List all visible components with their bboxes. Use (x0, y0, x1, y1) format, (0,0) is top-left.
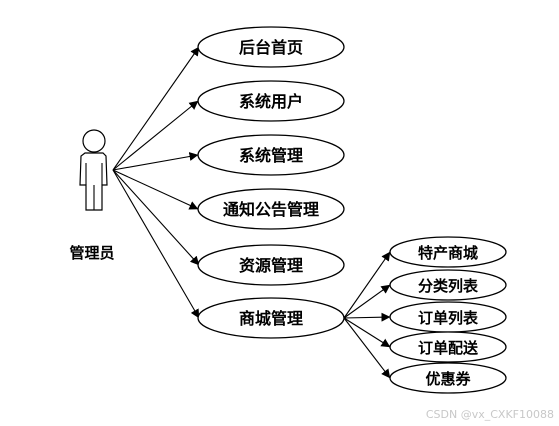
sub-case-category-label: 分类列表 (418, 277, 479, 295)
use-case-system[interactable]: 系统管理 (197, 134, 345, 176)
use-case-users-label: 系统用户 (239, 92, 303, 111)
sub-case-coupons-ellipse (389, 362, 507, 394)
sub-case-orders[interactable]: 订单列表 (389, 301, 507, 333)
edge-actor-to-home (112, 46, 200, 171)
mall-sub-edges (343, 251, 391, 379)
sub-case-specialty[interactable]: 特产商城 (389, 236, 507, 268)
use-case-home[interactable]: 后台首页 (197, 26, 345, 68)
edge-actor-to-resource (112, 169, 200, 266)
use-case-system-label: 系统管理 (239, 146, 303, 165)
sub-case-delivery[interactable]: 订单配送 (389, 331, 507, 363)
actor-label: 管理员 (69, 244, 114, 262)
watermark-text: CSDN @vx_CXKF10088 (426, 408, 554, 421)
sub-case-category-ellipse (389, 269, 507, 301)
actor-figure (79, 129, 108, 211)
edge-mall-to-category (343, 284, 391, 319)
sub-case-category[interactable]: 分类列表 (389, 269, 507, 301)
use-case-users-ellipse (197, 80, 345, 122)
sub-case-orders-label: 订单列表 (418, 309, 479, 327)
sub-case-delivery-ellipse (389, 331, 507, 363)
sub-case-specialty-label: 特产商城 (418, 244, 478, 262)
actor-head (82, 129, 106, 153)
edge-actor-to-mall (112, 169, 200, 319)
edge-mall-to-coupons (343, 317, 391, 379)
use-case-notice-label: 通知公告管理 (223, 200, 319, 219)
use-case-notice[interactable]: 通知公告管理 (197, 188, 345, 230)
edge-mall-to-orders (343, 312, 391, 322)
sub-case-coupons[interactable]: 优惠券 (389, 362, 507, 394)
use-case-system-ellipse (197, 134, 345, 176)
edge-mall-to-specialty (343, 251, 391, 319)
use-case-resource-label: 资源管理 (239, 256, 303, 275)
sub-case-delivery-label: 订单配送 (418, 339, 479, 357)
edge-actor-to-notice (112, 169, 199, 210)
actor-body (79, 152, 108, 211)
edge-mall-to-delivery (343, 317, 391, 348)
use-case-mall-label: 商城管理 (239, 309, 303, 328)
use-case-mall[interactable]: 商城管理 (197, 297, 345, 339)
use-case-mall-ellipse (197, 297, 345, 339)
use-case-home-ellipse (197, 26, 345, 68)
sub-case-specialty-ellipse (389, 236, 507, 268)
use-case-resource-ellipse (197, 244, 345, 286)
edge-actor-to-system (112, 152, 199, 171)
use-case-notice-ellipse (197, 188, 345, 230)
use-case-users[interactable]: 系统用户 (197, 80, 345, 122)
use-case-resource[interactable]: 资源管理 (197, 244, 345, 286)
use-case-home-label: 后台首页 (239, 38, 303, 57)
main-edges (112, 46, 200, 319)
sub-case-coupons-label: 优惠券 (425, 370, 471, 388)
edge-actor-to-users (112, 100, 199, 171)
